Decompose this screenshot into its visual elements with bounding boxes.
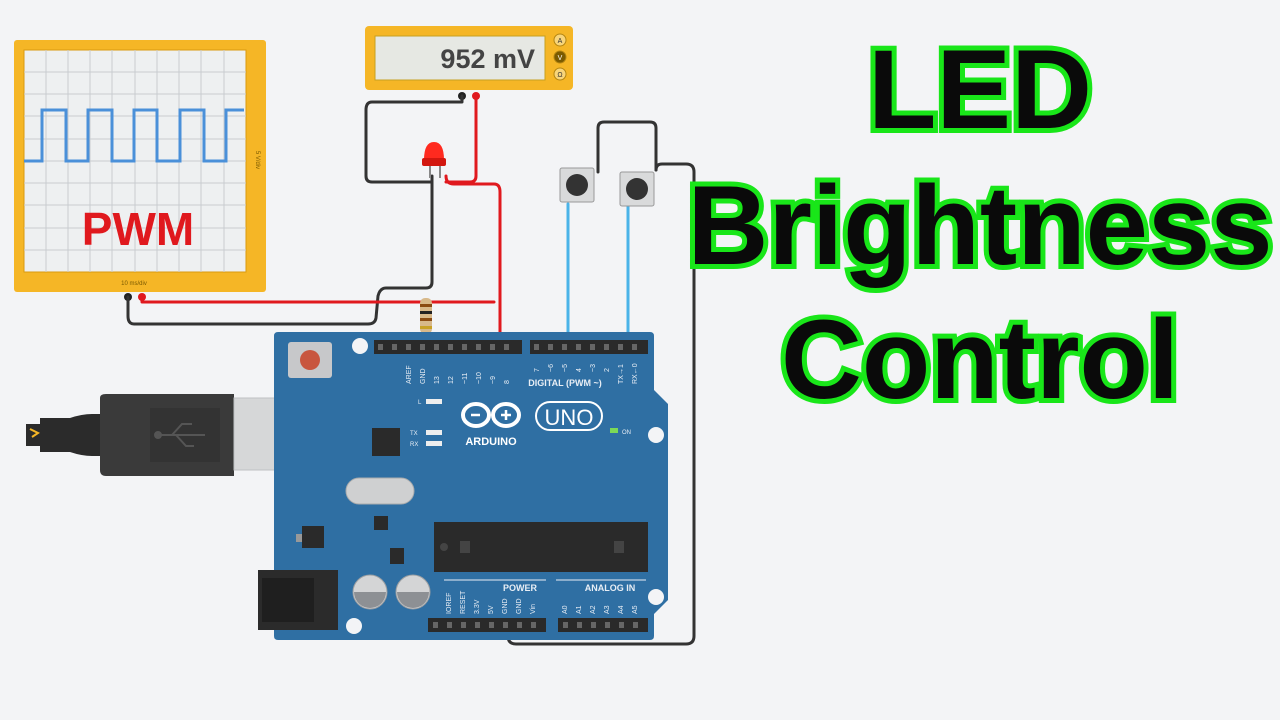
crystal-oscillator [345,477,415,505]
multimeter-mode-ohm-label: Ω [557,72,562,79]
wire-red-meter-led[interactable] [444,94,478,184]
led-base [422,158,446,166]
small-chip [374,516,388,530]
wire-red-scope[interactable] [140,295,496,304]
power-pin-labels: IOREF RESET 3.3V 5V GND GND Vin [446,590,537,614]
multimeter-mode-a[interactable] [553,33,567,47]
wires [126,94,696,646]
pin-label: GND [420,368,427,384]
analog-label: ANALOG IN [585,583,636,593]
multimeter: 952 mV A V Ω [365,26,573,100]
pin-label: GND [516,598,523,614]
pin-label: 8 [504,380,511,384]
push-button-1[interactable] [559,167,595,203]
pin-label: RESET [460,590,467,614]
pin-label: 5V [488,605,495,614]
mounting-hole [648,589,664,605]
onboard-led-l [426,399,442,404]
reset-button-cap [300,350,320,370]
pin-label: AREF [406,365,413,384]
onboard-led-rx [426,441,442,446]
usb-chip [372,428,400,456]
oscilloscope-bottom-label: 10 ms/div [121,281,147,287]
pin-label: ~9 [490,376,497,384]
multimeter-mode-v-label: V [558,55,563,62]
pin-label: ~3 [590,364,597,372]
arduino-uno: AREF GND 13 12 ~11 ~10 ~9 8 7 ~6 ~5 4 ~3… [258,332,668,640]
pin-label: RX←0 [632,363,639,384]
digital-header-right [530,340,648,354]
power-label: POWER [503,583,538,593]
on-label: ON [622,430,631,436]
digital-pin-labels: AREF GND 13 12 ~11 ~10 ~9 8 7 ~6 ~5 4 ~3… [406,363,639,384]
led-dome [424,142,444,160]
pin-label: IOREF [446,593,453,614]
pin-label: A3 [604,605,611,614]
led[interactable] [422,142,446,178]
wire-red-pin9[interactable] [444,174,502,342]
headline-line-1: LED [863,27,1097,152]
voltage-regulator [302,526,324,548]
pin-label: A4 [618,605,625,614]
pin-label: 13 [434,376,441,384]
wire-black-meter-led[interactable] [364,94,464,184]
pin-label: A0 [562,605,569,614]
push-button-2-cap [626,178,648,200]
analog-header [558,618,648,632]
pin-label: TX→1 [618,364,625,384]
mounting-hole [346,618,362,634]
headline-line-3: Control [776,297,1184,422]
pwm-waveform [24,108,244,163]
pin-label: ~11 [462,373,469,384]
pin-label: GND [502,598,509,614]
pin-label: 7 [534,368,541,372]
led-label: RX [410,442,418,448]
pin-label: A1 [576,605,583,614]
power-header [428,618,546,632]
headline: LED Brightness Control [680,27,1280,422]
push-button-2[interactable] [619,171,655,207]
multimeter-display [374,35,546,81]
pin-label: A5 [632,605,639,614]
wire-black-button-gnd[interactable] [506,162,696,646]
mounting-hole [648,427,664,443]
multimeter-mode-v[interactable] [553,50,567,64]
pin-label: 4 [576,368,583,372]
oscilloscope: PWM 5 V/div 10 ms/div [14,40,266,301]
headline-line-2: Brightness [683,163,1278,288]
push-button-1-cap [566,174,588,196]
uno-badge [535,401,603,431]
multimeter-mode-ohm[interactable] [553,67,567,81]
usb-cable-strain-relief [26,414,104,456]
onboard-led-on [610,428,618,433]
pin-label: 2 [604,368,611,372]
analog-pin-labels: A0 A1 A2 A3 A4 A5 [562,605,639,614]
multimeter-reading: 952 mV [440,44,535,74]
mounting-hole [352,338,368,354]
arduino-logo-icon [461,402,521,428]
arduino-model: UNO [545,405,594,430]
wire-black-buttons[interactable] [596,120,658,174]
pin-label: 12 [448,376,455,384]
led-label: L [418,400,422,406]
pwm-label: PWM [82,203,194,255]
oscilloscope-side-label: 5 V/div [254,151,260,169]
usb-icon [154,423,205,447]
led-label: TX [410,431,418,437]
arduino-brand: ARDUINO [465,436,517,448]
digital-label: DIGITAL (PWM ~) [528,378,601,388]
wire-black-gnd[interactable] [126,174,434,326]
pin-label: 3.3V [474,599,481,614]
pin-label: A2 [590,605,597,614]
pin-label: ~10 [476,372,483,384]
pin-label: Vin [530,604,537,614]
small-transistor [390,548,404,564]
resistor[interactable] [420,298,432,334]
pin-label: ~5 [562,364,569,372]
onboard-led-tx [426,430,442,435]
multimeter-mode-a-label: A [558,38,563,45]
pin-label: ~6 [548,364,555,372]
